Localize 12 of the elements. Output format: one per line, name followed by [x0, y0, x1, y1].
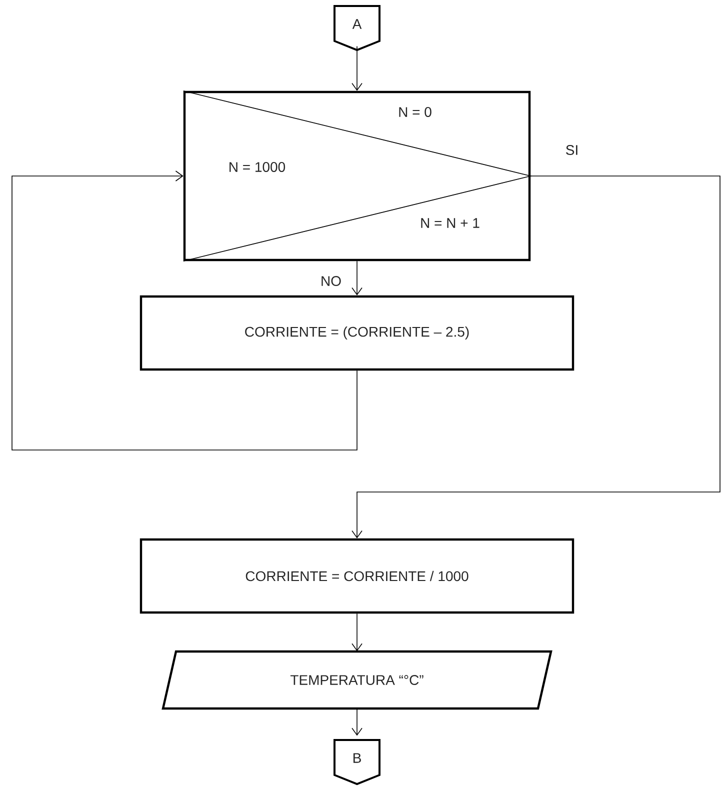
arrow [352, 176, 720, 538]
loop-box: N = 0 N = 1000 N = N + 1 [183, 90, 532, 262]
process-box: CORRIENTE = (CORRIENTE – 2.5) [140, 295, 574, 371]
process-box: CORRIENTE = CORRIENTE / 1000 [140, 538, 574, 614]
arrow [352, 708, 362, 736]
arrow [352, 46, 362, 91]
arrow [352, 260, 362, 296]
arrow [12, 170, 358, 450]
arrow [352, 613, 362, 652]
io-parallelogram: TEMPERATURA “°C” [162, 650, 552, 710]
edge-label: NO [320, 275, 342, 287]
edge-label: SI [564, 144, 580, 156]
